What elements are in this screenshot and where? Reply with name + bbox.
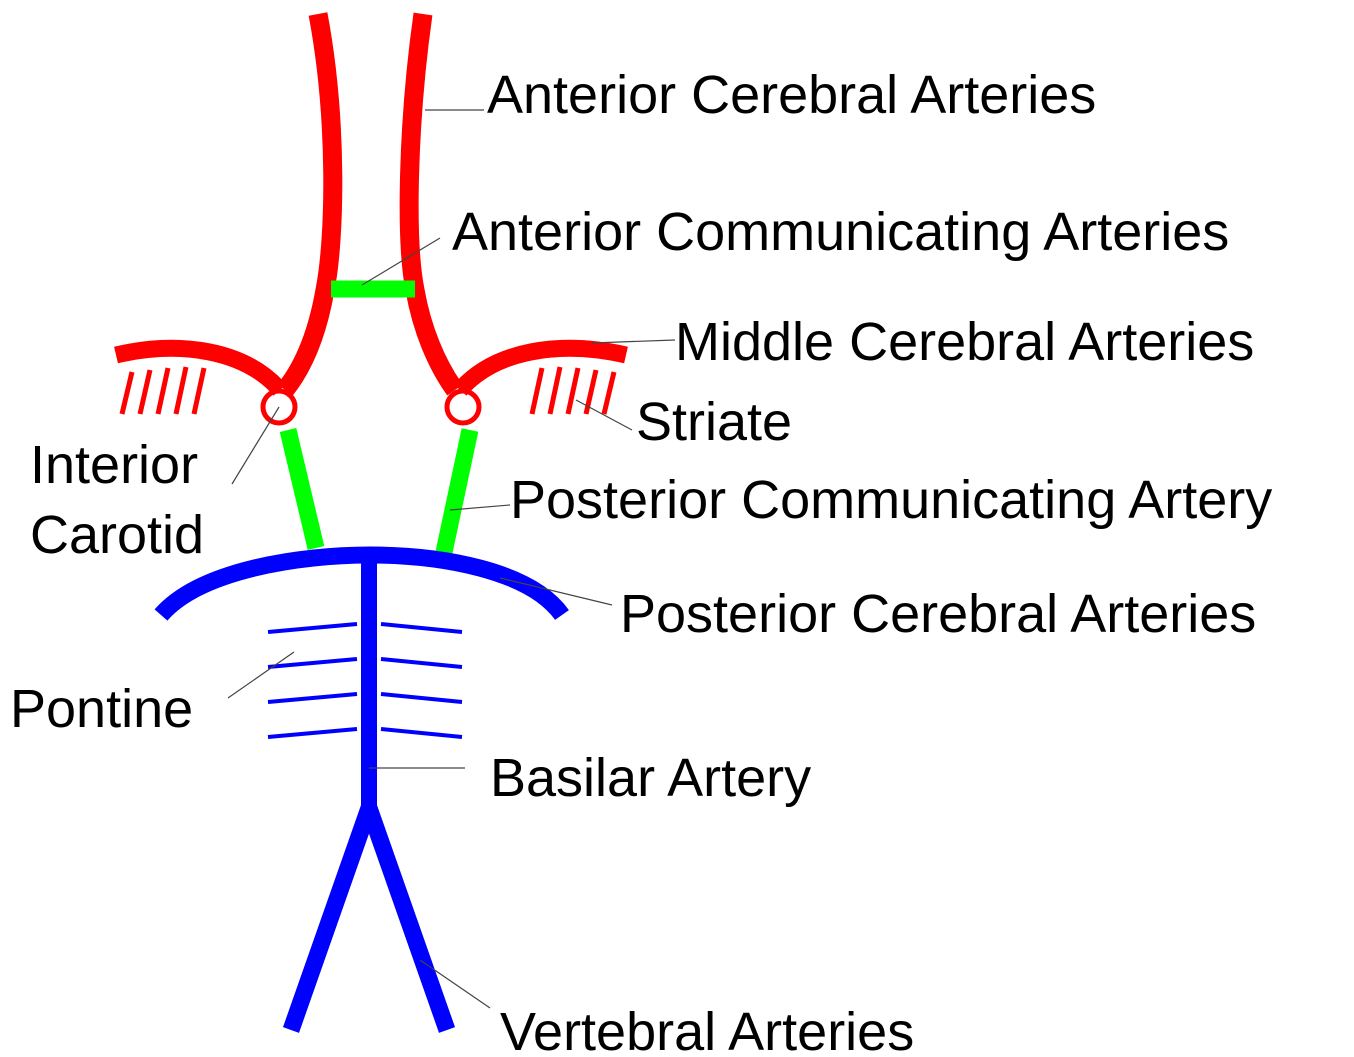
label-vertebral-arteries: Vertebral Arteries (500, 1002, 914, 1057)
label-middle-cerebral-arteries: Middle Cerebral Arteries (675, 312, 1254, 372)
posterior-communicating-arteries (288, 430, 470, 557)
label-pontine: Pontine (10, 679, 193, 739)
label-posterior-communicating-artery: Posterior Communicating Artery (510, 470, 1272, 530)
label-anterior-cerebral-arteries: Anterior Cerebral Arteries (487, 65, 1096, 125)
internal-carotid-rings (263, 391, 479, 423)
middle-cerebral-arteries (116, 348, 626, 390)
label-carotid: Carotid (30, 505, 204, 565)
label-striate: Striate (636, 392, 792, 452)
label-basilar-artery: Basilar Artery (490, 748, 811, 808)
label-interior: Interior (30, 435, 198, 495)
right-carotid-ring (447, 391, 479, 423)
label-posterior-cerebral-arteries: Posterior Cerebral Arteries (620, 584, 1256, 644)
vertebral-arteries (291, 808, 447, 1030)
label-anterior-communicating-arteries: Anterior Communicating Arteries (452, 202, 1229, 262)
striate-branches (122, 367, 614, 414)
anterior-cerebral-arteries (285, 14, 455, 390)
